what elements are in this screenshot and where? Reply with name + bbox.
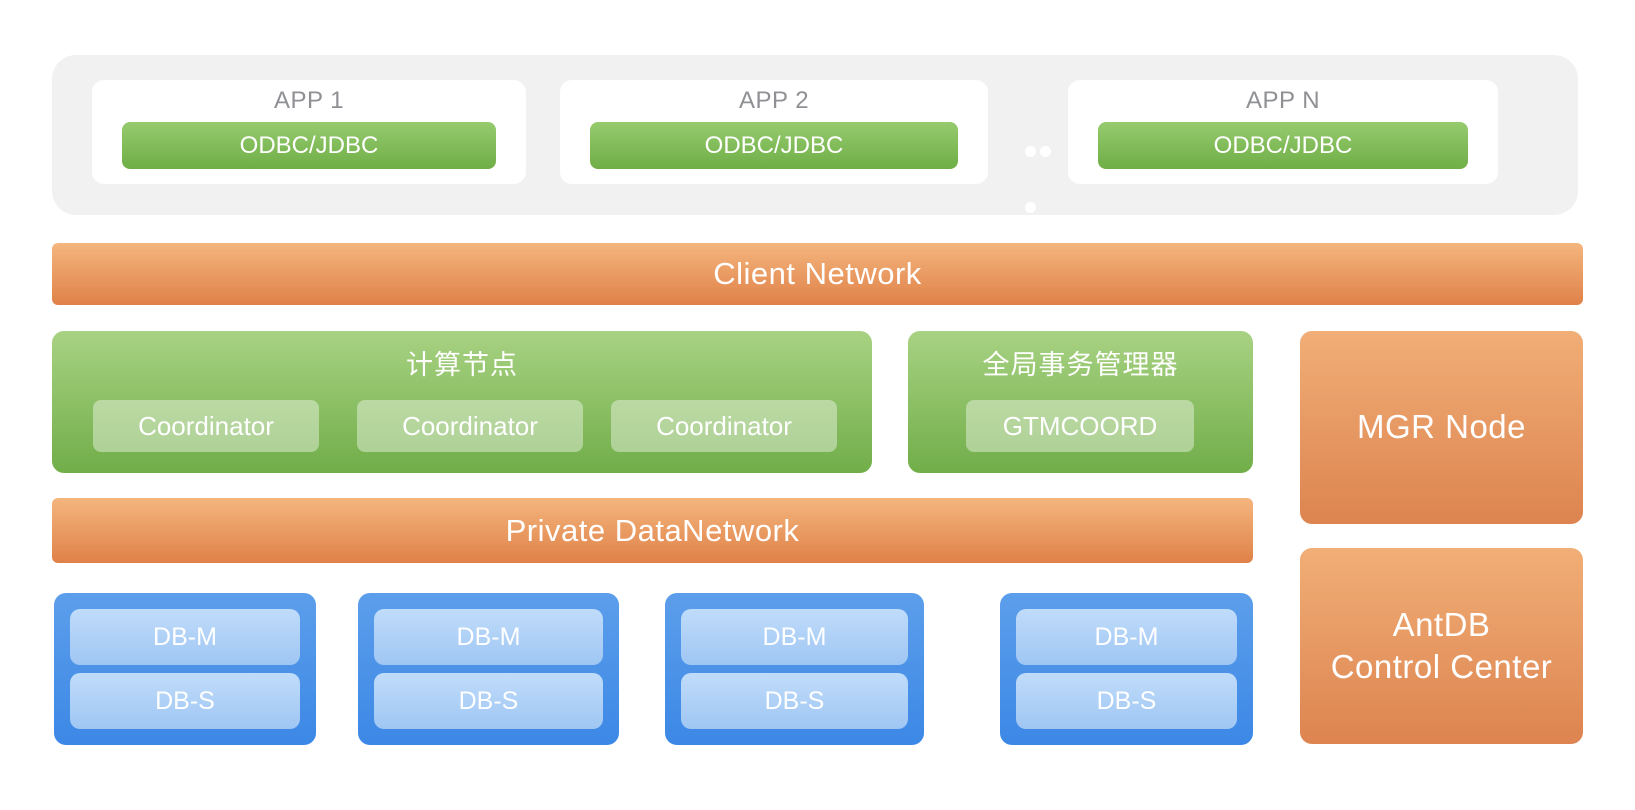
app-n-label: APP N (1245, 87, 1321, 114)
db-group-1: DB-M DB-S (54, 593, 316, 745)
db-standby-node: DB-S (1016, 673, 1237, 729)
mgr-node-label: MGR Node (1356, 408, 1527, 446)
compute-node-title: 计算节点 (406, 350, 518, 380)
ellipsis-dot-icon (1040, 146, 1051, 157)
control-center-label-line1: AntDB (1392, 605, 1491, 643)
app-card-1: APP 1 ODBC/JDBC (92, 80, 526, 184)
app-card-n: APP N ODBC/JDBC (1068, 80, 1498, 184)
gtmcoord-node: GTMCOORD (966, 400, 1194, 452)
gtm-title: 全局事务管理器 (982, 350, 1179, 380)
antdb-control-center-box: AntDB Control Center (1300, 548, 1583, 744)
ellipsis-dot-icon (1025, 202, 1036, 213)
odbc-jdbc-button-1: ODBC/JDBC (122, 122, 496, 169)
db-master-node: DB-M (681, 609, 908, 665)
db-standby-node: DB-S (681, 673, 908, 729)
odbc-jdbc-button-2: ODBC/JDBC (590, 122, 958, 169)
compute-node-panel: 计算节点 Coordinator Coordinator Coordinator (52, 331, 872, 473)
db-master-node: DB-M (1016, 609, 1237, 665)
gtm-panel: 全局事务管理器 GTMCOORD (908, 331, 1253, 473)
db-standby-node: DB-S (374, 673, 603, 729)
app-card-2: APP 2 ODBC/JDBC (560, 80, 988, 184)
app-layer-container: APP 1 ODBC/JDBC APP 2 ODBC/JDBC APP N OD… (52, 55, 1578, 215)
coordinator-node-2: Coordinator (357, 400, 583, 452)
private-data-network-label: Private DataNetwork (505, 512, 800, 548)
control-center-label-line2: Control Center (1330, 648, 1553, 685)
app-2-label: APP 2 (738, 87, 810, 114)
private-data-network-bar: Private DataNetwork (52, 498, 1253, 563)
app-1-label: APP 1 (273, 87, 345, 114)
coordinator-node-1: Coordinator (93, 400, 319, 452)
mgr-node-box: MGR Node (1300, 331, 1583, 524)
coordinator-node-3: Coordinator (611, 400, 837, 452)
client-network-label: Client Network (713, 256, 922, 291)
db-master-node: DB-M (70, 609, 300, 665)
db-master-node: DB-M (374, 609, 603, 665)
db-group-4: DB-M DB-S (1000, 593, 1253, 745)
db-group-3: DB-M DB-S (665, 593, 924, 745)
db-group-2: DB-M DB-S (358, 593, 619, 745)
client-network-bar: Client Network (52, 243, 1583, 305)
odbc-jdbc-button-n: ODBC/JDBC (1098, 122, 1468, 169)
db-standby-node: DB-S (70, 673, 300, 729)
ellipsis-dot-icon (1025, 146, 1036, 157)
